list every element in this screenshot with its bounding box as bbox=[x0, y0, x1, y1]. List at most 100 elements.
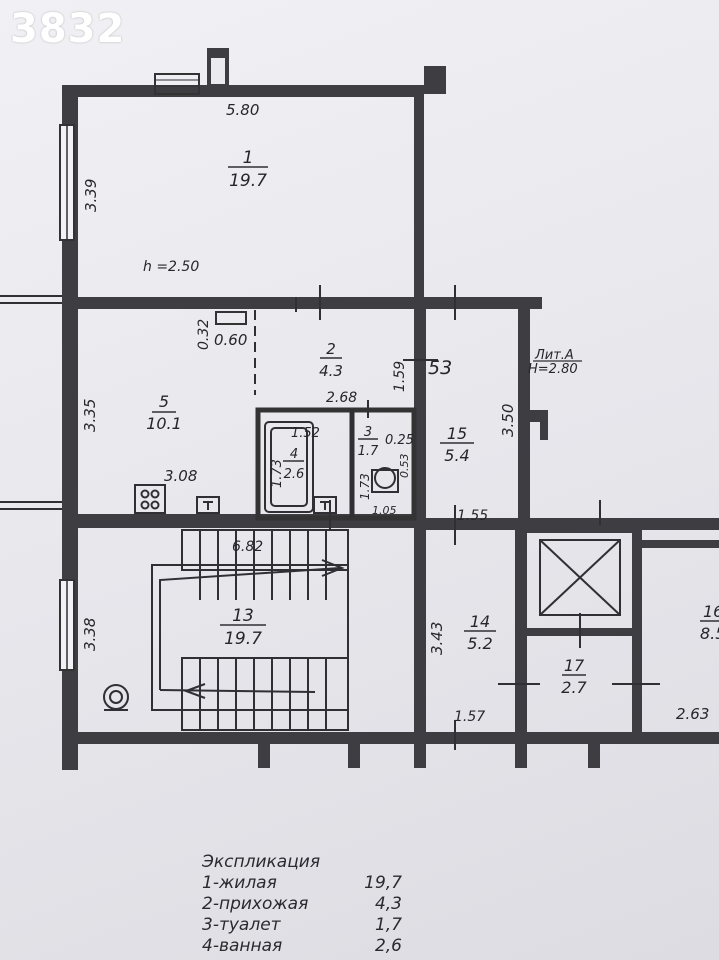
toilet-icon bbox=[374, 467, 396, 489]
wall-lower-right bbox=[424, 518, 719, 530]
dim-3-08: 3.08 bbox=[164, 467, 197, 485]
room-15-area: 5.4 bbox=[444, 446, 469, 465]
explication-row: 1-жилая 19,7 bbox=[202, 873, 402, 894]
chimney-right bbox=[424, 66, 446, 94]
dim-1-73-bath: 1.73 bbox=[270, 459, 285, 488]
room-2-number: 2 bbox=[326, 340, 336, 358]
explication-row: 2-прихожая 4,3 bbox=[202, 894, 402, 915]
elevator-shaft bbox=[539, 539, 621, 616]
room-4-number: 4 bbox=[290, 447, 298, 462]
dim-3-35: 3.35 bbox=[81, 399, 99, 432]
stair-flight-top bbox=[181, 529, 349, 571]
explication-row-label: 3-туалет bbox=[202, 915, 281, 935]
room-15-number: 15 bbox=[447, 424, 467, 443]
dim-53: 53 bbox=[428, 357, 452, 379]
dim-0-32: 0.32 bbox=[196, 319, 212, 350]
explication-row-label: 1-жилая bbox=[202, 873, 277, 893]
dim-1-55: 1.55 bbox=[457, 508, 488, 524]
room-2-area: 4.3 bbox=[319, 362, 343, 380]
wall-room17-top bbox=[525, 628, 640, 636]
duct-box bbox=[215, 311, 247, 325]
label-fraction-lines bbox=[152, 166, 719, 676]
room-4-area: 2.6 bbox=[284, 467, 305, 482]
wall-top bbox=[62, 85, 424, 97]
door-marks bbox=[295, 285, 660, 750]
wall-stub-6 bbox=[588, 740, 600, 768]
room-5-area: 10.1 bbox=[146, 414, 182, 433]
listing-id-badge: 3832 bbox=[10, 6, 126, 52]
dim-3-50: 3.50 bbox=[499, 404, 517, 437]
sink-kitchen-icon bbox=[196, 496, 220, 514]
staircase bbox=[151, 529, 349, 731]
wall-stub-3 bbox=[348, 740, 360, 768]
room-13-number: 13 bbox=[232, 606, 254, 626]
dim-3-39: 3.39 bbox=[82, 179, 100, 212]
dim-0-53: 0.53 bbox=[398, 454, 411, 479]
dim-3-43: 3.43 bbox=[428, 622, 446, 655]
liter-label: Лит.А bbox=[534, 348, 574, 363]
wall-stub-5 bbox=[515, 740, 527, 768]
wall-hall-right bbox=[414, 300, 426, 522]
wet-zone-outline bbox=[255, 407, 417, 521]
partitions bbox=[215, 310, 417, 521]
room-3-area: 1.7 bbox=[358, 444, 379, 459]
wall-elevator-top bbox=[525, 525, 640, 533]
explication-row: 4-ванная 2,6 bbox=[202, 936, 402, 957]
explication-row: 3-туалет 1,7 bbox=[202, 915, 402, 936]
room-3-number: 3 bbox=[364, 425, 372, 440]
wall-stub-4 bbox=[414, 740, 426, 768]
room-1-number: 1 bbox=[243, 148, 254, 168]
explication-row-value: 2,6 bbox=[374, 936, 402, 956]
room-13-area: 19.7 bbox=[224, 629, 262, 649]
wall-room1-right bbox=[414, 90, 424, 302]
room-16-area: 8.5 bbox=[700, 624, 719, 643]
dim-1-73-wc: 1.73 bbox=[358, 473, 372, 500]
wall-room15-right bbox=[518, 300, 530, 522]
wall-stub-1 bbox=[62, 740, 78, 770]
explication-row-value: 19,7 bbox=[364, 873, 402, 893]
room-14-number: 14 bbox=[470, 612, 490, 631]
windows bbox=[0, 124, 75, 671]
liter-height-label: Н=2.80 bbox=[528, 362, 578, 377]
dim-5-80: 5.80 bbox=[226, 101, 259, 119]
wall-mid-horizontal bbox=[62, 297, 542, 309]
wall-room16-top bbox=[640, 540, 719, 548]
stair-flight-bottom bbox=[181, 657, 349, 731]
wall-stub-2 bbox=[258, 740, 270, 768]
dim-1-05: 1.05 bbox=[372, 504, 397, 517]
dim-3-38: 3.38 bbox=[81, 618, 99, 651]
room-5-number: 5 bbox=[159, 392, 169, 411]
wall-stair-right bbox=[414, 520, 426, 742]
wall-room14-right bbox=[515, 525, 527, 740]
room-17-number: 17 bbox=[564, 656, 585, 675]
dim-2-68: 2.68 bbox=[326, 390, 357, 406]
room-14-area: 5.2 bbox=[467, 634, 492, 653]
dim-0-25: 0.25 bbox=[385, 433, 414, 448]
explication-legend: Экспликация 1-жилая 19,7 2-прихожая 4,3 … bbox=[202, 852, 402, 957]
dim-1-57: 1.57 bbox=[454, 709, 485, 725]
explication-title: Экспликация bbox=[202, 852, 321, 872]
dim-6-82: 6.82 bbox=[232, 539, 263, 555]
dim-1-52: 1.52 bbox=[291, 426, 320, 441]
explication-row-value: 4,3 bbox=[374, 894, 402, 914]
dim-0-60: 0.60 bbox=[214, 331, 247, 349]
wall-bottom bbox=[62, 732, 719, 744]
vent-block bbox=[154, 73, 200, 95]
boiler-icon bbox=[103, 684, 129, 710]
wall-stub-right-2 bbox=[540, 410, 548, 440]
room-1-area: 19.7 bbox=[229, 171, 267, 191]
ceiling-height-label: h =2.50 bbox=[143, 259, 199, 275]
dim-1-59: 1.59 bbox=[392, 361, 408, 392]
stair-outline bbox=[151, 564, 349, 711]
room-17-area: 2.7 bbox=[561, 678, 587, 697]
stove-icon bbox=[134, 484, 166, 514]
sink-bath-icon bbox=[313, 496, 337, 514]
explication-row-label: 4-ванная bbox=[202, 936, 283, 956]
room-16-number: 16 bbox=[703, 602, 719, 621]
chimney-inner bbox=[211, 58, 225, 84]
bathtub-icon bbox=[264, 421, 314, 513]
explication-row-label: 2-прихожая bbox=[202, 894, 309, 914]
dimension-labels: 5.80 3.39 0.32 0.60 1.59 53 2.68 3.35 1.… bbox=[81, 101, 709, 725]
